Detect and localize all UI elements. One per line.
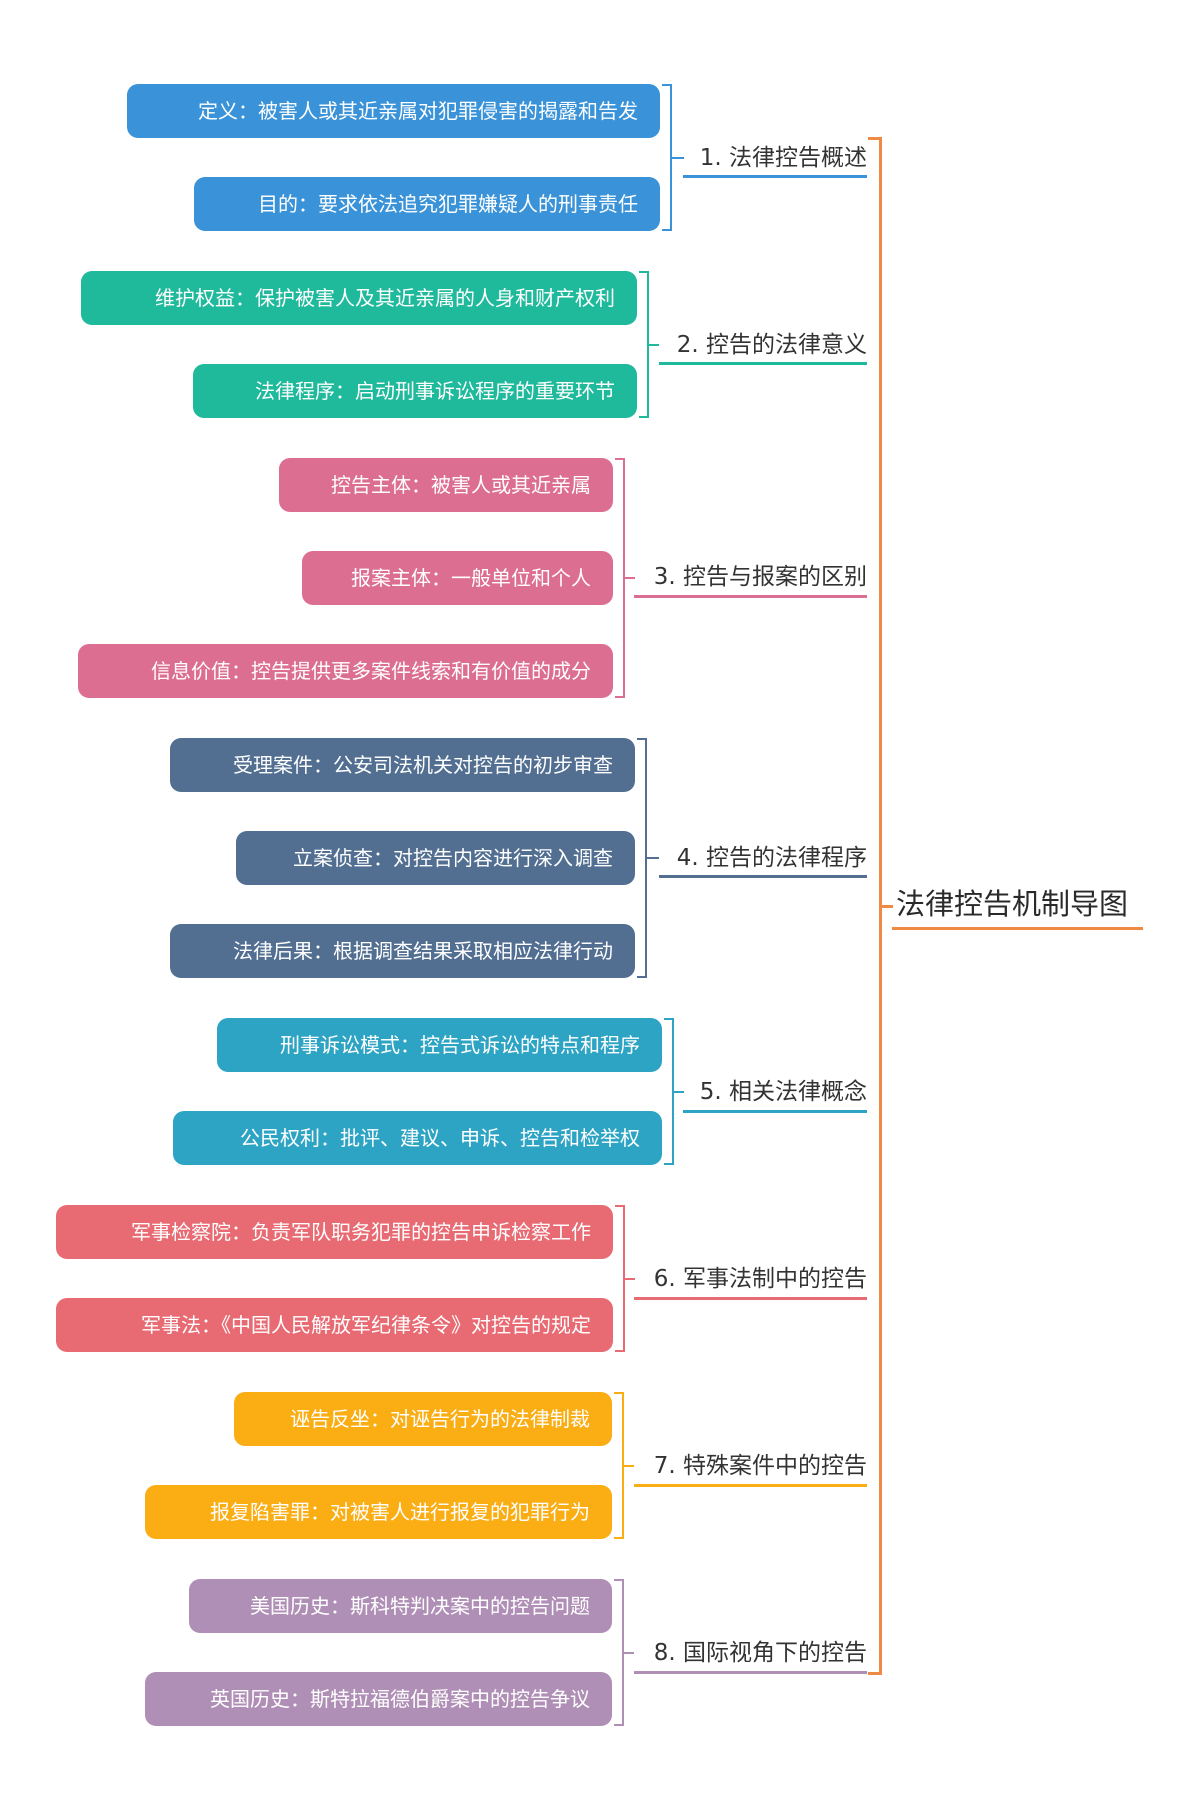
category-7-underline	[634, 1484, 867, 1487]
leaf-litigation-mode[interactable]: 刑事诉讼模式：控告式诉讼的特点和程序	[217, 1018, 662, 1072]
leaf-purpose[interactable]: 目的：要求依法追究犯罪嫌疑人的刑事责任	[194, 177, 660, 231]
leaf-protect-rights[interactable]: 维护权益：保护被害人及其近亲属的人身和财产权利	[81, 271, 637, 325]
category-3-underline	[634, 595, 867, 598]
category-5-stub	[672, 1091, 684, 1093]
leaf-uk-history[interactable]: 英国历史：斯特拉福德伯爵案中的控告争议	[145, 1672, 612, 1726]
category-2-stub	[647, 344, 659, 346]
category-1-underline	[683, 175, 867, 178]
category-8-underline	[634, 1671, 867, 1674]
root-title[interactable]: 法律控告机制导图	[896, 887, 1129, 921]
category-6-underline	[634, 1297, 867, 1300]
category-2-underline	[659, 362, 867, 365]
category-6-label[interactable]: 6. 军事法制中的控告	[653, 1266, 867, 1292]
leaf-false-accusation[interactable]: 诬告反坐：对诬告行为的法律制裁	[234, 1392, 612, 1446]
root-connector	[879, 905, 893, 908]
leaf-definition[interactable]: 定义：被害人或其近亲属对犯罪侵害的揭露和告发	[127, 84, 660, 138]
leaf-report-subject[interactable]: 报案主体：一般单位和个人	[302, 551, 613, 605]
root-trunk-top-cap	[868, 137, 882, 140]
leaf-info-value[interactable]: 信息价值：控告提供更多案件线索和有价值的成分	[78, 644, 613, 698]
category-6-stub	[623, 1278, 635, 1280]
root-underline	[892, 927, 1143, 930]
leaf-legal-consequence[interactable]: 法律后果：根据调查结果采取相应法律行动	[170, 924, 635, 978]
category-3-stub	[623, 577, 635, 579]
root-trunk-bottom-cap	[868, 1672, 882, 1675]
category-4-stub	[645, 857, 659, 859]
leaf-accept-case[interactable]: 受理案件：公安司法机关对控告的初步审查	[170, 738, 635, 792]
category-7-stub	[622, 1465, 634, 1467]
category-8-stub	[622, 1652, 634, 1654]
category-1-stub	[670, 157, 684, 159]
leaf-retaliation-crime[interactable]: 报复陷害罪：对被害人进行报复的犯罪行为	[145, 1485, 612, 1539]
leaf-military-procuratorate[interactable]: 军事检察院：负责军队职务犯罪的控告申诉检察工作	[56, 1205, 613, 1259]
leaf-legal-procedure[interactable]: 法律程序：启动刑事诉讼程序的重要环节	[193, 364, 637, 418]
category-5-label[interactable]: 5. 相关法律概念	[699, 1079, 867, 1105]
category-4-label[interactable]: 4. 控告的法律程序	[676, 845, 867, 871]
leaf-citizen-rights[interactable]: 公民权利：批评、建议、申诉、控告和检举权	[173, 1111, 662, 1165]
category-1-label[interactable]: 1. 法律控告概述	[699, 145, 867, 171]
leaf-complaint-subject[interactable]: 控告主体：被害人或其近亲属	[279, 458, 613, 512]
category-2-label[interactable]: 2. 控告的法律意义	[676, 332, 867, 358]
category-8-label[interactable]: 8. 国际视角下的控告	[653, 1640, 867, 1666]
category-4-underline	[659, 875, 867, 878]
category-5-underline	[683, 1110, 867, 1113]
leaf-military-law[interactable]: 军事法：《中国人民解放军纪律条令》对控告的规定	[56, 1298, 613, 1352]
leaf-investigation[interactable]: 立案侦查：对控告内容进行深入调查	[236, 831, 635, 885]
category-7-label[interactable]: 7. 特殊案件中的控告	[653, 1453, 867, 1479]
leaf-us-history[interactable]: 美国历史：斯科特判决案中的控告问题	[189, 1579, 612, 1633]
category-3-label[interactable]: 3. 控告与报案的区别	[653, 564, 867, 590]
